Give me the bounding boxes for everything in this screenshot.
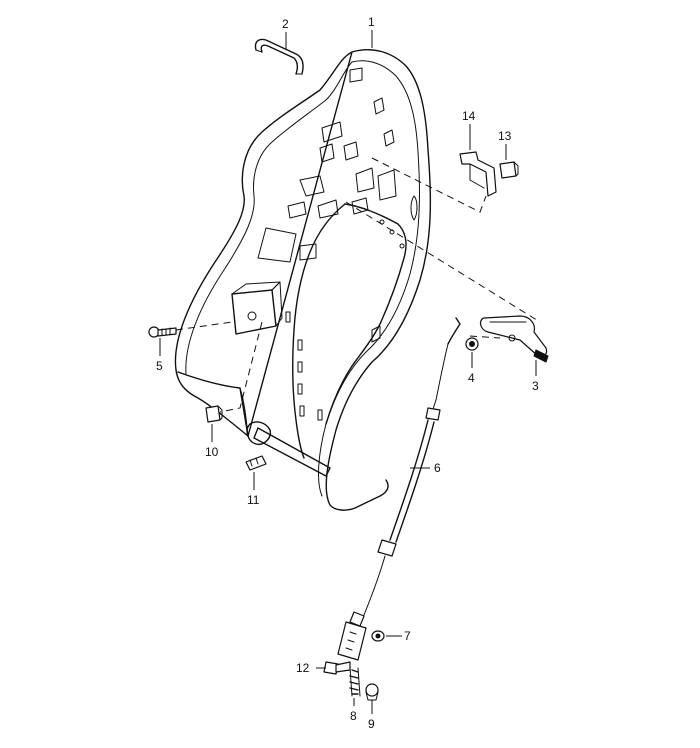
callout-6: 6 xyxy=(434,461,441,475)
callout-4: 4 xyxy=(468,371,475,385)
release-lever xyxy=(479,315,549,363)
screw-5 xyxy=(148,326,177,338)
release-cable xyxy=(361,317,461,621)
assembly-lines xyxy=(175,157,541,413)
callout-13: 13 xyxy=(498,129,512,143)
nut-4 xyxy=(465,337,479,351)
grab-handle xyxy=(254,38,304,75)
callout-numbers: 1 2 14 13 3 4 5 10 11 6 7 12 8 9 xyxy=(156,15,539,731)
clip-10 xyxy=(205,405,223,423)
callout-11: 11 xyxy=(247,493,260,507)
callout-3: 3 xyxy=(532,379,539,393)
backrest-shell xyxy=(174,48,432,511)
callout-12: 12 xyxy=(296,661,310,675)
spring-8 xyxy=(349,667,361,697)
clip-13 xyxy=(499,161,519,179)
mounting-bracket xyxy=(459,151,497,197)
callout-2: 2 xyxy=(282,17,289,31)
callout-14: 14 xyxy=(462,109,476,123)
cable-latch xyxy=(337,611,367,661)
cap-9 xyxy=(365,683,379,701)
callout-1: 1 xyxy=(368,15,375,29)
washer-7 xyxy=(371,630,385,642)
leader-lines xyxy=(159,30,537,714)
callout-8: 8 xyxy=(350,709,357,723)
callout-9: 9 xyxy=(368,717,375,731)
callout-5: 5 xyxy=(156,359,163,373)
bolt-12 xyxy=(323,661,351,675)
callout-10: 10 xyxy=(205,445,219,459)
callout-7: 7 xyxy=(404,629,411,643)
clip-11 xyxy=(245,455,267,471)
